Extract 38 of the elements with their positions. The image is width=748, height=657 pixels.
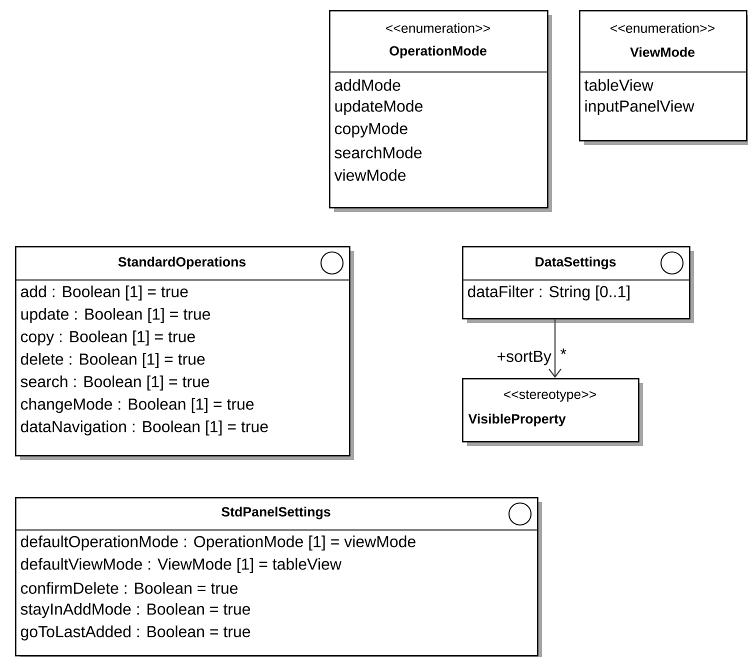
attribute-text: addMode <box>334 79 400 91</box>
attribute-text: add : Boolean [1] = true <box>20 286 188 300</box>
edge-label: +sortBy <box>498 350 552 366</box>
attribute-text: goToLastAdded : Boolean = true <box>20 626 250 640</box>
stereotype-label: <<enumeration>> <box>386 23 490 33</box>
class-name: VisibleProperty <box>468 414 566 426</box>
class-box <box>462 378 643 446</box>
attribute-text: changeMode : Boolean [1] = true <box>20 398 254 413</box>
attribute-text: copy : Boolean [1] = true <box>20 330 195 346</box>
attribute-text: dataNavigation : Boolean [1] = true <box>20 420 268 436</box>
class-name: StdPanelSettings <box>222 506 330 520</box>
class-name: OperationMode <box>390 46 486 58</box>
class-name: ViewMode <box>630 47 695 57</box>
attribute-text: search : Boolean [1] = true <box>20 376 210 390</box>
attribute-text: defaultViewMode : ViewMode [1] = tableView <box>20 558 342 573</box>
attribute-text: update : Boolean [1] = true <box>21 308 210 323</box>
attribute-text: viewMode <box>334 169 406 181</box>
attribute-text: stayInAddMode : Boolean = true <box>20 603 250 618</box>
attribute-text: copyMode <box>334 122 408 138</box>
arrow <box>548 319 562 378</box>
attribute-text: updateMode <box>335 100 422 115</box>
attribute-text: defaultOperationMode : OperationMode [1] = viewMode <box>20 536 416 550</box>
attribute-text: dataFilter : String [0..1] <box>468 286 630 300</box>
class-box <box>329 10 552 212</box>
class-box <box>15 497 542 657</box>
class-box <box>462 246 694 323</box>
attribute-text: tableView <box>584 79 654 91</box>
attribute-text: searchMode <box>334 146 422 158</box>
stereotype-label: <<enumeration>> <box>610 23 714 33</box>
attribute-text: inputPanelView <box>585 100 694 115</box>
class-name: StandardOperations <box>118 256 246 270</box>
class-box <box>15 246 354 460</box>
multiplicity-label: * <box>560 348 566 354</box>
stereotype-label: <<stereotype>> <box>504 390 596 402</box>
class-name: DataSettings <box>536 256 616 270</box>
attribute-text: confirmDelete : Boolean = true <box>20 582 238 594</box>
attribute-text: delete : Boolean [1] = true <box>20 353 205 368</box>
class-box <box>579 10 748 145</box>
